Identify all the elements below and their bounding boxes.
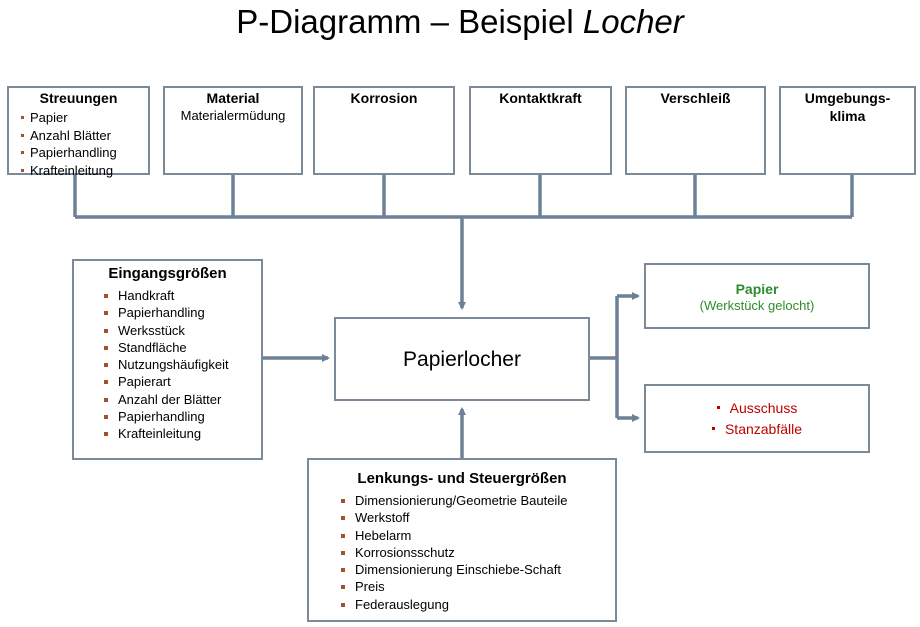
control-box-title: Lenkungs- und Steuergrößen bbox=[357, 470, 567, 487]
noise-box-korrosion: Korrosion bbox=[313, 86, 455, 175]
noise-box-material: Material Materialermüdung bbox=[163, 86, 303, 175]
system-label: Papierlocher bbox=[403, 348, 521, 371]
list-item: Dimensionierung/Geometrie Bauteile bbox=[341, 492, 615, 509]
list-item: Hebelarm bbox=[341, 527, 615, 544]
list-item: Papierart bbox=[104, 373, 261, 390]
noise-box-title: Umgebungs- bbox=[804, 90, 891, 106]
title-emphasis: Locher bbox=[582, 3, 684, 40]
ideal-output-box: Papier (Werkstück gelocht) bbox=[644, 263, 870, 329]
list-item: Anzahl Blätter bbox=[21, 127, 148, 145]
list-item: Nutzungshäufigkeit bbox=[104, 356, 261, 373]
noise-box-title: Verschleiß bbox=[660, 90, 731, 106]
system-box: Papierlocher bbox=[334, 317, 590, 401]
list-item: Standfläche bbox=[104, 339, 261, 356]
page-title: P-Diagramm – Beispiel Locher bbox=[236, 3, 684, 40]
list-item: Papierhandling bbox=[104, 408, 261, 425]
noise-box-title: Material bbox=[206, 90, 260, 106]
noise-box-title: Streuungen bbox=[39, 90, 118, 106]
noise-box-umgebungsklima: Umgebungs- klima bbox=[779, 86, 916, 175]
list-item: Krafteinleitung bbox=[21, 162, 148, 180]
list-item: Papier bbox=[21, 109, 148, 127]
list-item: Korrosionsschutz bbox=[341, 544, 615, 561]
error-output-list: Ausschuss Stanzabfälle bbox=[646, 386, 868, 440]
ideal-output-subtitle: (Werkstück gelocht) bbox=[699, 298, 815, 313]
list-item: Anzahl der Blätter bbox=[104, 391, 261, 408]
noise-box-title: Kontaktkraft bbox=[499, 90, 582, 106]
list-item: Federauslegung bbox=[341, 596, 615, 613]
list-item: Werksstück bbox=[104, 322, 261, 339]
list-item: Dimensionierung Einschiebe-Schaft bbox=[341, 561, 615, 578]
noise-box-subtitle: Materialermüdung bbox=[180, 108, 286, 123]
input-box: Eingangsgrößen Handkraft Papierhandling … bbox=[72, 259, 263, 460]
list-item: Handkraft bbox=[104, 287, 261, 304]
list-item: Krafteinleitung bbox=[104, 425, 261, 442]
control-box: Lenkungs- und Steuergrößen Dimensionieru… bbox=[307, 458, 617, 622]
list-item: Papierhandling bbox=[21, 144, 148, 162]
noise-box-title: Korrosion bbox=[350, 90, 418, 106]
error-output-box: Ausschuss Stanzabfälle bbox=[644, 384, 870, 453]
noise-box-verschleiss: Verschleiß bbox=[625, 86, 766, 175]
list-item: Ausschuss bbox=[646, 398, 868, 419]
bullet-icon bbox=[716, 405, 720, 409]
input-box-title: Eingangsgrößen bbox=[108, 265, 227, 282]
noise-box-title-line2: klima bbox=[829, 108, 866, 124]
list-item: Werkstoff bbox=[341, 509, 615, 526]
ideal-output-title: Papier bbox=[735, 281, 779, 297]
list-item: Stanzabfälle bbox=[646, 419, 868, 440]
noise-box-streuungen: Streuungen Papier Anzahl Blätter Papierh… bbox=[7, 86, 150, 178]
list-item: Papierhandling bbox=[104, 304, 261, 321]
noise-box-kontaktkraft: Kontaktkraft bbox=[469, 86, 612, 175]
noise-item-list: Papier Anzahl Blätter Papierhandling Kra… bbox=[9, 106, 148, 179]
control-item-list: Dimensionierung/Geometrie Bauteile Werks… bbox=[309, 488, 615, 613]
input-item-list: Handkraft Papierhandling Werksstück Stan… bbox=[74, 283, 261, 443]
list-item: Preis bbox=[341, 578, 615, 595]
bullet-icon bbox=[711, 426, 715, 430]
